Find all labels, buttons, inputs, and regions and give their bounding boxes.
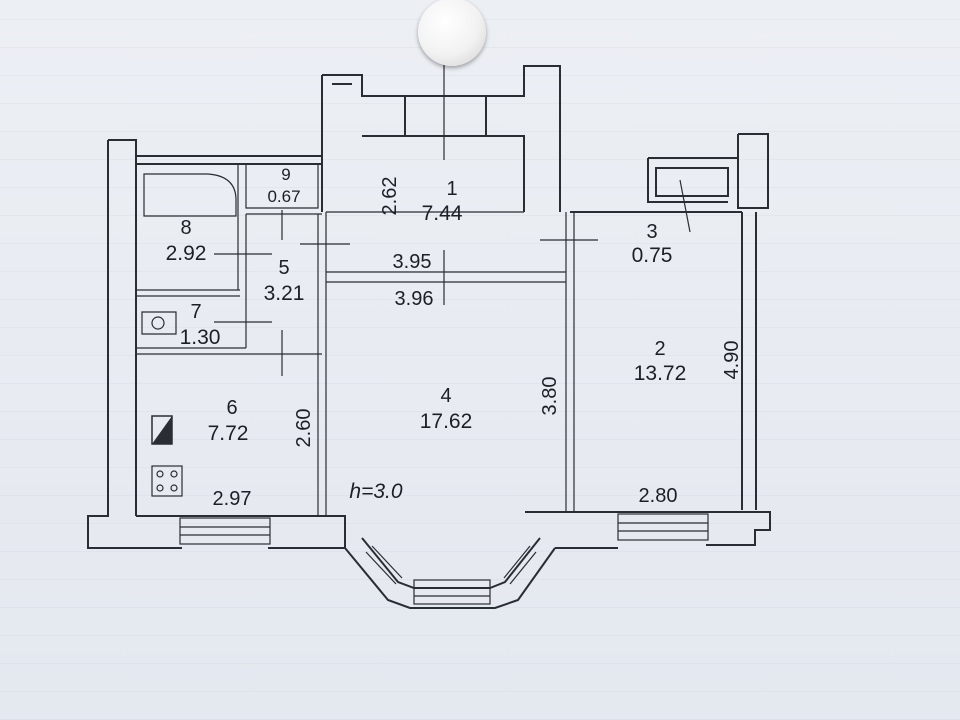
- room-7-number: 7: [190, 301, 201, 323]
- room-9-number: 9: [281, 165, 290, 184]
- room-2-number: 2: [654, 338, 665, 360]
- room-1-area: 7.44: [422, 202, 463, 225]
- room-3-area: 0.75: [632, 244, 673, 267]
- windows: [179, 513, 709, 605]
- dimension-3-95: 3.95: [393, 251, 432, 273]
- ceiling-height-note: h=3.0: [349, 480, 402, 503]
- outer-walls: [87, 65, 771, 609]
- room-8-number: 8: [180, 217, 191, 239]
- room-9-area: 0.67: [267, 187, 300, 206]
- interior-walls: [136, 164, 575, 516]
- dimension-2-60: 2.60: [293, 409, 315, 448]
- room-4-number: 4: [440, 385, 451, 407]
- room-1-number: 1: [446, 178, 457, 200]
- room-2-area: 13.72: [634, 362, 687, 385]
- dimension-3-96: 3.96: [395, 288, 434, 310]
- dimension-2-62: 2.62: [379, 177, 401, 216]
- room-5-area: 3.21: [264, 282, 305, 305]
- room-6-area: 7.72: [208, 422, 249, 445]
- room-5-number: 5: [278, 257, 289, 279]
- room-4-area: 17.62: [420, 410, 473, 433]
- dimension-2-97: 2.97: [213, 488, 252, 510]
- room-3-number: 3: [646, 221, 657, 243]
- dimension-3-80: 3.80: [539, 377, 561, 416]
- dimension-2-80: 2.80: [639, 485, 678, 507]
- reference-dot-icon: [418, 0, 486, 66]
- room-6-number: 6: [226, 397, 237, 419]
- room-7-area: 1.30: [180, 326, 221, 349]
- room-labels: 1 7.44 2 13.72 3 0.75 4 17.62 5 3.21 6 7…: [166, 165, 687, 445]
- dimension-4-90: 4.90: [721, 341, 743, 380]
- dimension-labels: 2.62 3.95 3.96 3.80 4.90 2.60 2.97 2.80 …: [213, 177, 743, 510]
- room-8-area: 2.92: [166, 242, 207, 265]
- tick-marks: [214, 60, 691, 376]
